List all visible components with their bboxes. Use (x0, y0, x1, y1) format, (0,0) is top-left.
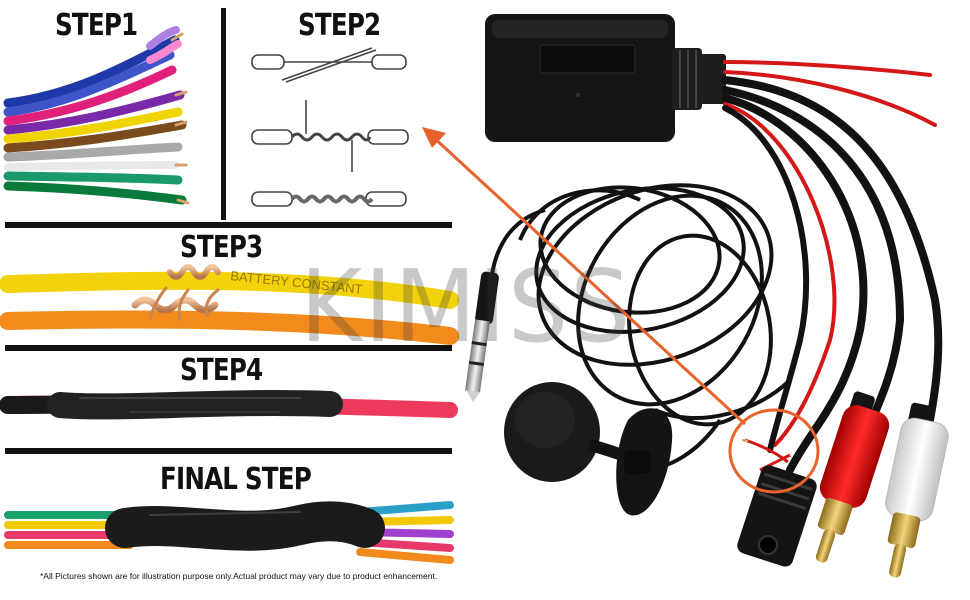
output-cables (721, 60, 943, 474)
step4-title: STEP4 (180, 353, 263, 388)
bluetooth-module (485, 14, 726, 142)
step1-wire-bundle (3, 26, 190, 205)
final-step-taped-bundle (4, 501, 454, 564)
step2-splice-diagrams (251, 47, 409, 207)
aux-jack-plug (465, 271, 499, 402)
final-step-title: FINAL STEP (160, 462, 312, 497)
step4-taped-wire (0, 390, 458, 420)
microphone (504, 382, 673, 516)
brand-watermark: KIMISS (300, 248, 633, 365)
step3-twisted-wires (0, 264, 459, 345)
step2-title: STEP2 (298, 8, 381, 43)
rca-plug-white (885, 402, 949, 578)
highlight-annotation (422, 127, 820, 494)
disclaimer-text: *All Pictures shown are for illustration… (40, 571, 438, 581)
rca-plug-red (815, 391, 890, 563)
step3-title: STEP3 (180, 230, 263, 265)
aux-input-socket (737, 465, 817, 567)
step1-title: STEP1 (55, 8, 138, 43)
power-wire-end (741, 438, 791, 472)
panel-dividers (5, 8, 452, 454)
